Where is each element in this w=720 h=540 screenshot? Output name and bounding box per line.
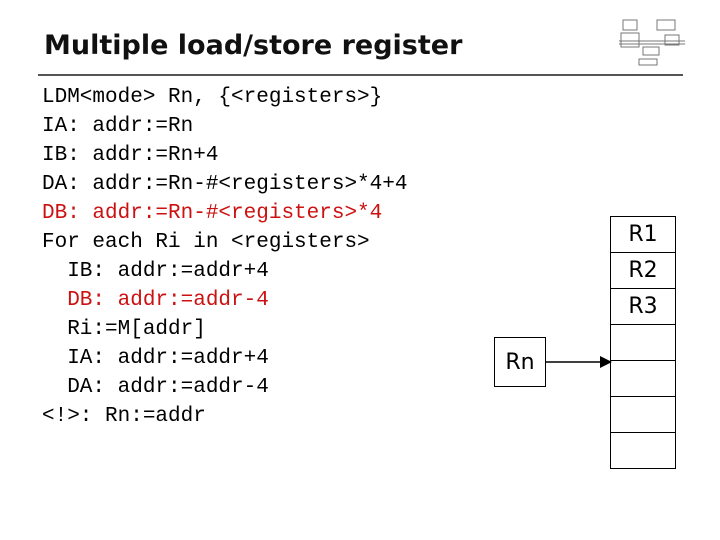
- slide-title: Multiple load/store register: [44, 30, 463, 61]
- memory-cell: [611, 397, 675, 433]
- title-divider: [38, 74, 683, 76]
- code-line: LDM<mode> Rn, {<registers>}: [42, 86, 383, 109]
- code-line-highlighted: DB: addr:=Rn-#<registers>*4: [42, 202, 383, 225]
- code-line: Ri:=M[addr]: [42, 318, 206, 341]
- code-line: IB: addr:=addr+4: [42, 260, 269, 283]
- memory-cell: [611, 361, 675, 397]
- memory-cell: R3: [611, 289, 675, 325]
- code-line: IA: addr:=Rn: [42, 115, 194, 138]
- diagram-logo-icon: [619, 19, 685, 66]
- code-line-highlighted: DB: addr:=addr-4: [42, 289, 269, 312]
- memory-cell: R1: [611, 217, 675, 253]
- code-line: <!>: Rn:=addr: [42, 405, 206, 428]
- arrow-right-icon: [546, 356, 612, 368]
- code-line: DA: addr:=addr-4: [42, 376, 269, 399]
- code-line: DA: addr:=Rn-#<registers>*4+4: [42, 173, 408, 196]
- memory-cell: [611, 433, 675, 469]
- code-line: For each Ri in <registers>: [42, 231, 370, 254]
- rn-register-box: Rn: [494, 337, 546, 387]
- memory-cell: [611, 325, 675, 361]
- code-line: IB: addr:=Rn+4: [42, 144, 219, 167]
- code-line: IA: addr:=addr+4: [42, 347, 269, 370]
- memory-stack: R1 R2 R3: [610, 216, 676, 469]
- memory-cell: R2: [611, 253, 675, 289]
